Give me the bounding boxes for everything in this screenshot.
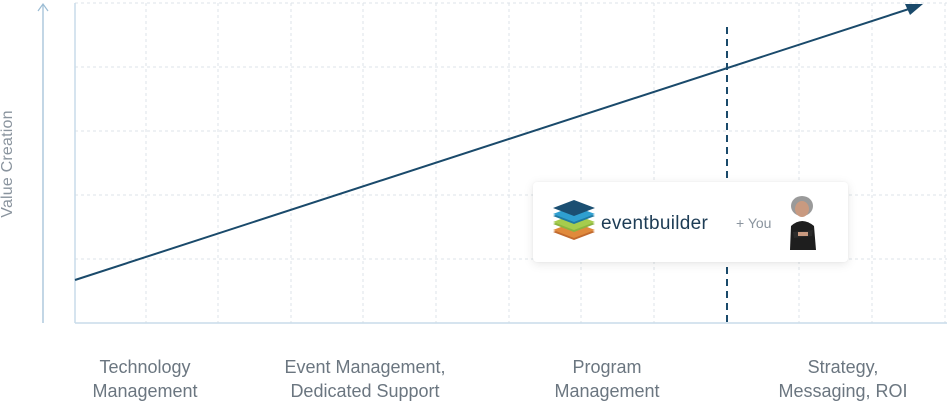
eventbuilder-logo-icon xyxy=(553,200,595,240)
grid xyxy=(75,2,947,323)
eventbuilder-card: eventbuilder + You xyxy=(533,182,848,262)
value-trend-arrow xyxy=(74,4,923,281)
plus-you-label: + You xyxy=(736,215,772,231)
person-avatar-icon xyxy=(790,196,816,250)
brand-name: eventbuilder xyxy=(601,213,709,234)
y-axis-arrow xyxy=(37,2,49,323)
category-label-event-management: Event Management,Dedicated Support xyxy=(284,357,446,401)
category-label-strategy: Strategy,Messaging, ROI xyxy=(778,357,908,401)
